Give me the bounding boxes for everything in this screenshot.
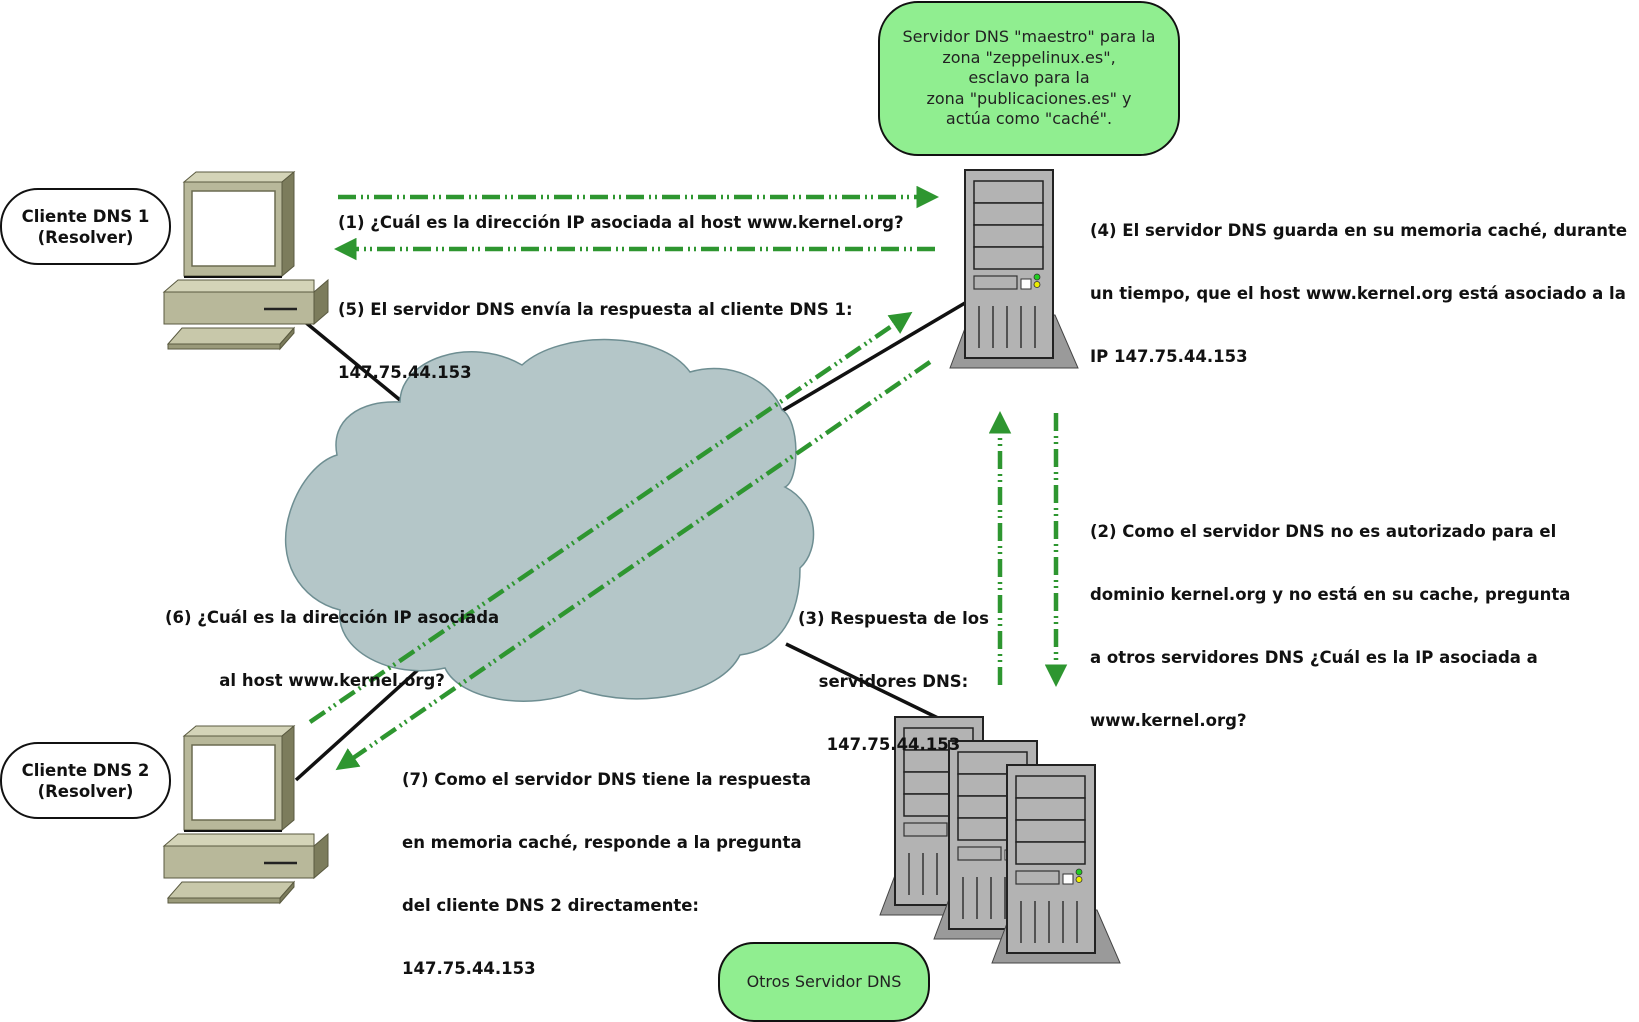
step6-line: (6) ¿Cuál es la dirección IP asociada [165,608,500,627]
step2-line: (2) Como el servidor DNS no es autorizad… [1090,522,1557,541]
main-server-desc-line: zona "zeppelinux.es", [942,47,1116,67]
step3-line: (3) Respuesta de los [798,609,989,628]
step6-label: (6) ¿Cuál es la dirección IP asociada al… [165,565,499,712]
arrow-step7-server-to-client2 [335,360,932,771]
internet-cloud-icon [284,338,815,702]
step2-line: www.kernel.org? [1090,711,1247,730]
step4-line: (4) El servidor DNS guarda en su memoria… [1090,221,1628,240]
step7-line: (7) Como el servidor DNS tiene la respue… [402,770,812,789]
arrow-step6-client2-to-server [308,311,913,724]
step1-line: (1) ¿Cuál es la dirección IP asociada al… [338,213,904,232]
main-server-desc-line: actúa como "caché". [945,109,1113,129]
client2-title: Cliente DNS 2 [21,760,150,780]
step5-line: (5) El servidor DNS envía la respuesta a… [338,300,853,319]
other-servers-label-box: Otros Servidor DNS [718,942,930,1022]
main-dns-server-tower-icon[interactable] [949,169,1079,369]
other-servers-label: Otros Servidor DNS [746,971,902,991]
step7-line: del cliente DNS 2 directamente: [402,896,700,915]
client2-subtitle: (Resolver) [37,781,134,801]
step5-line: 147.75.44.153 [338,363,472,382]
main-server-desc-line: esclavo para la [968,68,1090,88]
client1-title: Cliente DNS 1 [21,206,150,226]
step2-line: a otros servidores DNS ¿Cuál es la IP as… [1090,648,1538,667]
step5-label: (5) El servidor DNS envía la respuesta a… [338,257,853,404]
client1-desktop-computer-icon[interactable] [162,170,330,351]
step3-line: servidores DNS: [818,672,969,691]
link-cloud-client2 [294,666,422,782]
step2-line: dominio kernel.org y no está en su cache… [1090,585,1571,604]
link-cloud-main-server [764,301,966,423]
step3-label: (3) Respuesta de los servidores DNS: 147… [798,566,989,776]
step4-line: IP 147.75.44.153 [1090,347,1248,366]
step2-label: (2) Como el servidor DNS no es autorizad… [1090,479,1570,752]
step4-label: (4) El servidor DNS guarda en su memoria… [1090,178,1627,388]
other-server-3-icon [991,764,1121,964]
step7-label: (7) Como el servidor DNS tiene la respue… [402,727,811,1000]
step6-line: al host www.kernel.org? [219,671,445,690]
main-server-description-box: Servidor DNS "maestro" para la zona "zep… [878,1,1180,156]
client1-subtitle: (Resolver) [37,227,134,247]
step7-line: 147.75.44.153 [402,959,536,978]
client1-label-box: Cliente DNS 1 (Resolver) [0,188,171,265]
client2-label-box: Cliente DNS 2 (Resolver) [0,742,171,819]
link-cloud-other-servers [785,642,941,721]
step7-line: en memoria caché, responde a la pregunta [402,833,802,852]
main-server-desc-line: zona "publicaciones.es" y [926,88,1132,108]
step4-line: un tiempo, que el host www.kernel.org es… [1090,284,1626,303]
client2-desktop-computer-icon[interactable] [162,724,330,905]
main-server-desc-line: Servidor DNS "maestro" para la [902,27,1156,47]
step1-label: (1) ¿Cuál es la dirección IP asociada al… [338,170,904,254]
step3-line: 147.75.44.153 [826,735,961,754]
